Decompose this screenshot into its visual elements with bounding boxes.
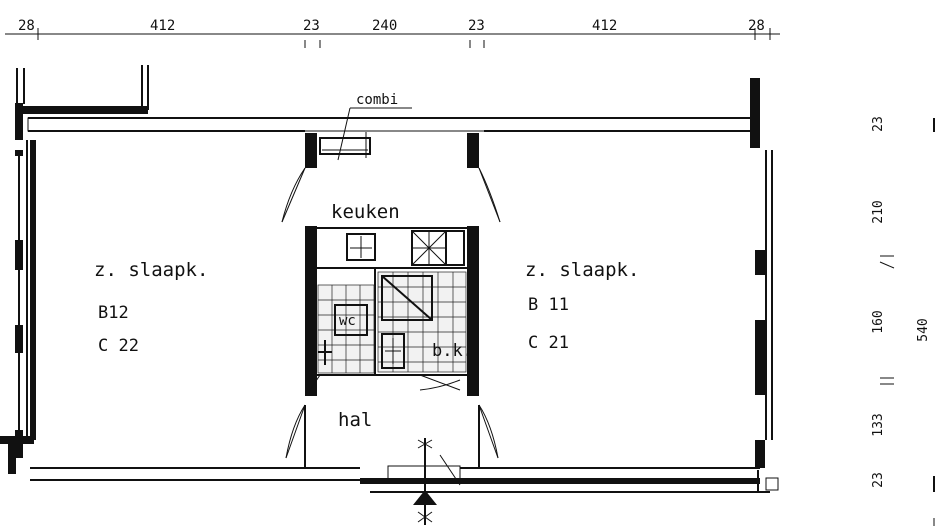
dim-right-210: 210 xyxy=(871,200,886,223)
dim-top-240: 240 xyxy=(372,18,397,34)
dim-right-160: 160 xyxy=(871,310,886,333)
outer-walls xyxy=(0,65,779,493)
combi-label: combi xyxy=(356,92,398,108)
wc-name: wc xyxy=(339,313,356,329)
bathroom-tiles xyxy=(377,271,467,373)
dim-right-total: 540 xyxy=(916,318,931,341)
top-dimension-line xyxy=(5,28,780,48)
dim-top-412-left: 412 xyxy=(150,18,175,34)
left-bedroom-code-c: C 22 xyxy=(98,336,139,356)
interior-walls xyxy=(304,133,480,468)
right-bedroom-code-c: C 21 xyxy=(528,333,569,353)
right-bedroom-code-b: B 11 xyxy=(528,295,569,315)
right-dimension-marks xyxy=(879,118,935,526)
bathroom-name: b.k. xyxy=(432,341,473,361)
dim-right-23-top: 23 xyxy=(871,116,886,132)
left-bedroom-name: z. slaapk. xyxy=(94,259,208,281)
dim-top-23-right: 23 xyxy=(468,18,485,34)
dim-top-23-left: 23 xyxy=(303,18,320,34)
dim-top-412-right: 412 xyxy=(592,18,617,34)
wc-tiles xyxy=(317,284,375,374)
combi-unit xyxy=(319,107,412,161)
left-bedroom-code-b: B12 xyxy=(98,303,129,323)
dim-top-28-left: 28 xyxy=(18,18,35,34)
dim-right-23-bottom: 23 xyxy=(871,472,886,488)
door-swings xyxy=(281,167,501,459)
dim-top-28-right: 28 xyxy=(748,18,765,34)
kitchen-name: keuken xyxy=(331,201,400,223)
kitchen-fixtures xyxy=(346,230,465,266)
entrance-marker xyxy=(413,438,461,525)
right-bedroom-name: z. slaapk. xyxy=(525,259,639,281)
hall-name: hal xyxy=(338,409,372,431)
dim-right-133: 133 xyxy=(871,413,886,436)
